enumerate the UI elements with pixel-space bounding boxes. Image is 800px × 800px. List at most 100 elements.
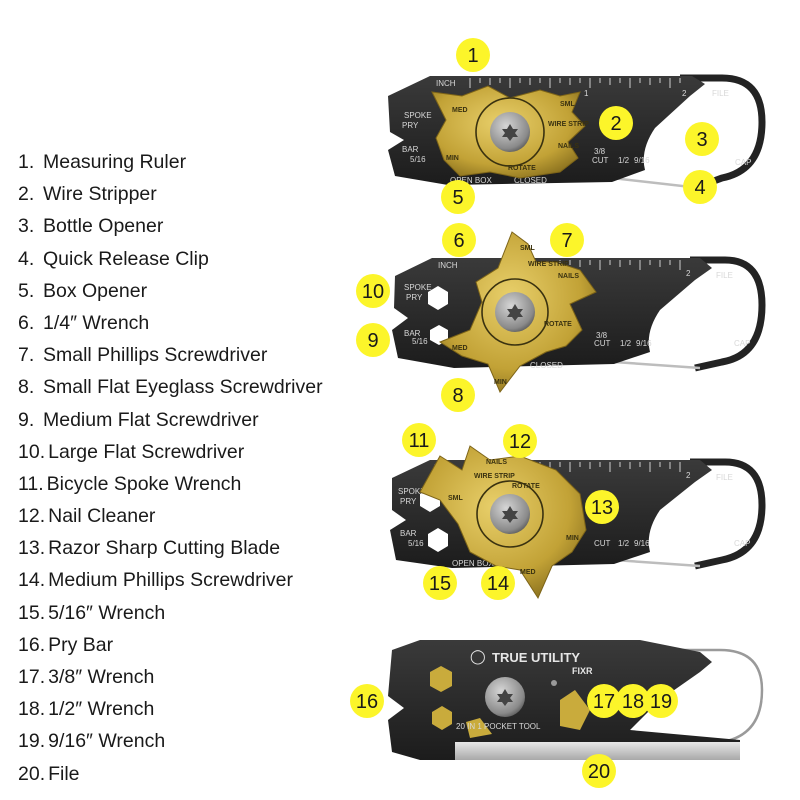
svg-text:8: 8	[452, 385, 463, 407]
feature-item: 6.1/4″ Wrench	[18, 307, 323, 339]
callout-5: 5	[441, 180, 475, 214]
feature-number: 2.	[18, 183, 35, 206]
etch-nails: NAILS	[558, 143, 579, 150]
feature-item: 15.5/16″ Wrench	[18, 597, 323, 629]
rivet	[551, 680, 557, 686]
svg-text:10: 10	[362, 281, 384, 303]
tool-view-3: INCH 2 FILE CAP SPOKE PRY BAR 5/16 CUT 1…	[390, 445, 766, 600]
svg-text:6: 6	[453, 230, 464, 252]
file-edge	[455, 742, 740, 760]
callout-6: 6	[442, 223, 476, 257]
callout-16: 16	[350, 684, 384, 718]
feature-item: 12.Nail Cleaner	[18, 500, 323, 532]
etch-1-2: 1/2	[620, 339, 632, 348]
clip-loop	[650, 648, 764, 750]
callout-11: 11	[402, 423, 436, 457]
callout-2: 2	[599, 106, 633, 140]
rotate-arrow-ring	[476, 480, 544, 548]
callout-7: 7	[550, 223, 584, 257]
feature-number: 3.	[18, 215, 35, 238]
brand-logo-icon: ◯	[470, 648, 486, 665]
feature-label: 3/8″ Wrench	[48, 666, 155, 688]
etch-1-2: 1/2	[618, 156, 630, 165]
etch-min: MIN	[494, 379, 507, 386]
etch-closed: CLOSED	[514, 176, 547, 185]
feature-item: 20.File	[18, 758, 323, 790]
ruler-ticks	[469, 78, 681, 88]
feature-item: 7. Small Phillips Screwdriver	[18, 339, 323, 371]
svg-text:11: 11	[409, 430, 430, 452]
feature-item: 10.Large Flat Screwdriver	[18, 436, 323, 468]
feature-number: 10.	[18, 440, 46, 463]
hex-wrench-hole	[428, 286, 448, 310]
feature-label: 1/4″ Wrench	[43, 311, 150, 334]
etch-file: FILE	[716, 271, 733, 280]
feature-number: 15.	[18, 601, 46, 624]
svg-text:13: 13	[591, 497, 613, 519]
hex-wrench-hole	[430, 325, 448, 345]
etch-ruler-2: 2	[686, 269, 691, 278]
gold-plate-edge	[466, 718, 492, 738]
feature-number: 8.	[18, 376, 35, 399]
etch-9-16: 9/16	[634, 539, 650, 548]
etch-bar: BAR	[400, 529, 417, 538]
feature-number: 17.	[18, 666, 46, 688]
callout-9: 9	[356, 323, 390, 357]
feature-number: 4.	[18, 247, 35, 270]
etch-spoke: SPOKE	[404, 111, 432, 120]
feature-label: Large Flat Screwdriver	[48, 440, 245, 463]
feature-number: 13.	[18, 537, 46, 560]
etch-cap: CAP	[734, 539, 750, 548]
feature-label: Measuring Ruler	[43, 151, 187, 173]
callout-8: 8	[441, 378, 475, 412]
etch-cap: CAP	[735, 158, 751, 167]
rotate-arrow-ring	[481, 278, 549, 346]
feature-label: Medium Flat Screwdriver	[43, 408, 259, 431]
callout-10: 10	[356, 274, 390, 308]
etch-rotate: ROTATE	[544, 321, 572, 328]
svg-text:7: 7	[561, 230, 572, 252]
etch-min: MIN	[566, 535, 579, 542]
feature-item: 16.Pry Bar	[18, 629, 323, 661]
feature-number: 7.	[18, 344, 35, 367]
etch-min: MIN	[446, 155, 459, 162]
etch-spoke: SPOKE	[398, 487, 426, 496]
feature-label: Small Phillips Screwdriver	[43, 344, 268, 367]
feature-item: 18.1/2″ Wrench	[18, 693, 323, 725]
etch-3-8: 3/8	[596, 331, 608, 340]
etch-bar: BAR	[402, 145, 419, 154]
etch-ruler-2: 2	[686, 471, 691, 480]
svg-text:17: 17	[593, 691, 615, 713]
svg-text:15: 15	[429, 573, 451, 595]
svg-text:18: 18	[622, 691, 644, 713]
clip-loop	[680, 74, 766, 192]
etch-5-16: 5/16	[410, 155, 426, 164]
feature-number: 1.	[18, 151, 35, 173]
callout-20: 20	[582, 754, 616, 788]
feature-label: 9/16″ Wrench	[48, 730, 166, 753]
etch-med: MED	[520, 569, 536, 576]
etch-ruler-1: 1	[584, 89, 589, 98]
callout-3: 3	[685, 122, 719, 156]
gold-plate-edge	[560, 690, 590, 730]
etch-wire-strip: WIRE STRIP	[474, 473, 515, 480]
feature-item: 14.Medium Phillips Screwdriver	[18, 564, 323, 596]
etch-closed: CLOSED	[530, 361, 563, 370]
svg-text:2: 2	[610, 113, 621, 135]
feature-label: Bicycle Spoke Wrench	[46, 472, 242, 495]
tool-view-4: ◯ TRUE UTILITY FIXR 20 IN 1 POCKET TOOL	[388, 640, 764, 760]
callout-17: 17	[587, 684, 621, 718]
etch-cap: CAP	[734, 339, 750, 348]
tool-view-2: INCH 2 FILE CAP SPOKE PRY BAR 5/16 3/8 C…	[392, 231, 766, 393]
etch-5-16: 5/16	[408, 539, 424, 548]
feature-number: 20.	[18, 762, 46, 785]
etch-cut: CUT	[592, 156, 609, 165]
callout-13: 13	[585, 490, 619, 524]
etch-open-box: OPEN BOX	[452, 559, 494, 568]
etch-file: FILE	[716, 473, 733, 482]
etch-open-box: OPEN BOX	[450, 176, 492, 185]
svg-text:1: 1	[467, 45, 478, 67]
feature-item: 3.Bottle Opener	[18, 210, 323, 242]
hex-wrench-hole	[430, 666, 452, 692]
